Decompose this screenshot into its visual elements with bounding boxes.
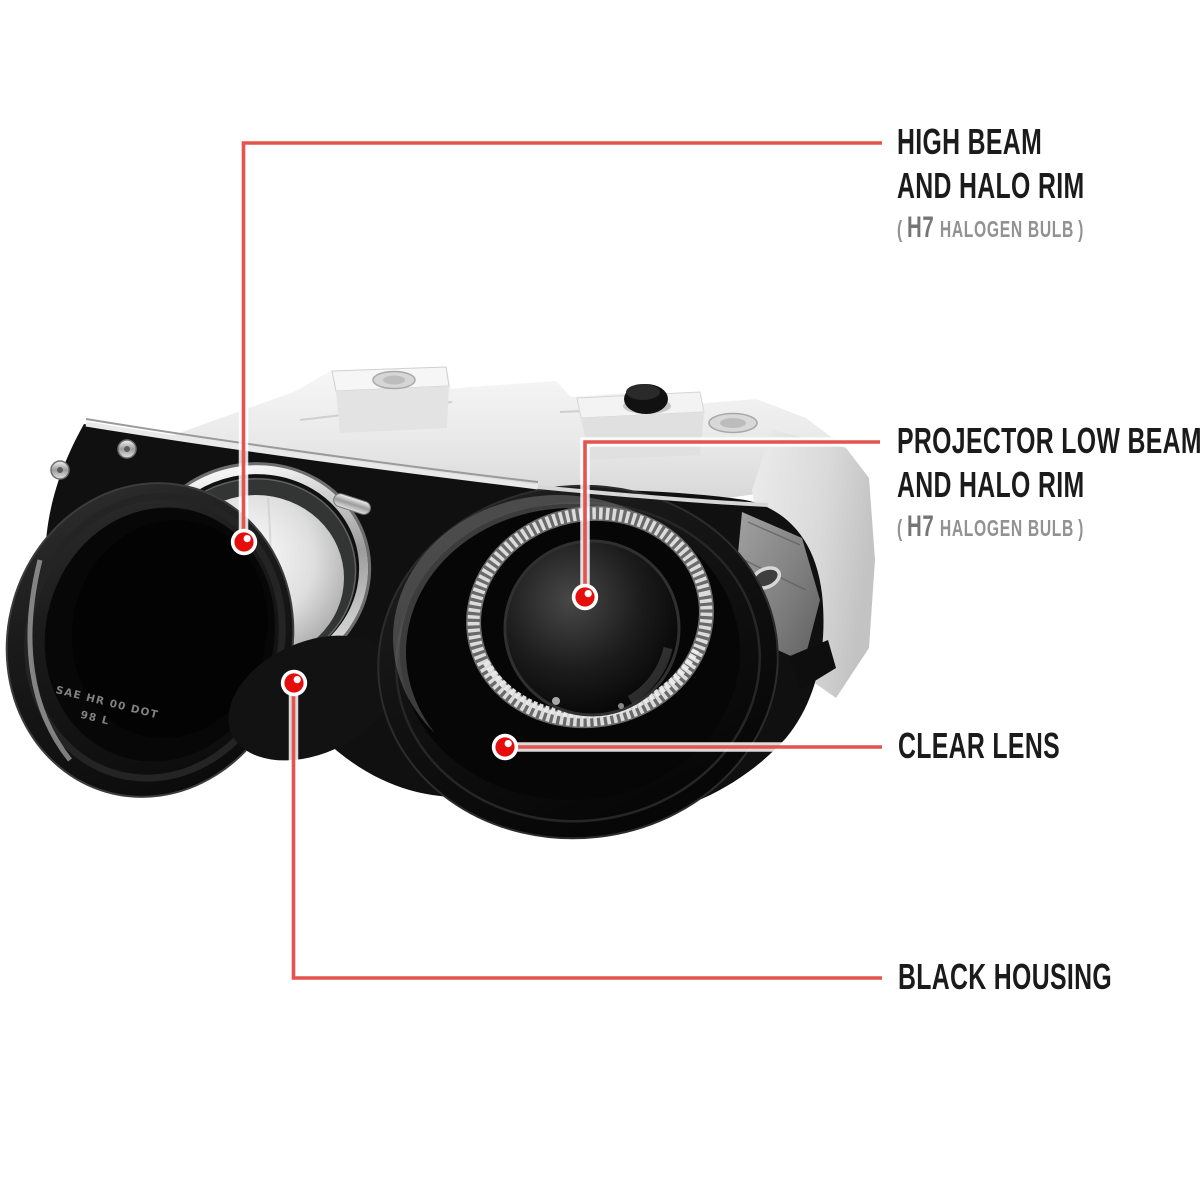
adjuster-barrel (333, 493, 371, 515)
callout-line-black-housing (291, 683, 882, 980)
paren-close: ) (1078, 216, 1084, 242)
mounting-tab (331, 366, 450, 433)
label-line: PROJECTOR LOW BEAM (897, 420, 1200, 461)
rubber-cap (623, 384, 671, 414)
callout-lines (238, 138, 882, 983)
label-line: AND HALO RIM (897, 165, 1085, 206)
label-line: BLACK HOUSING (898, 956, 1113, 997)
projector-lamp (377, 484, 779, 840)
callout-dot-high-beam (230, 528, 258, 556)
callout-label-clear-lens: CLEAR LENS (898, 724, 1060, 768)
paren-open: ( (897, 515, 903, 541)
halo-ring (466, 505, 714, 729)
label-line: CLEAR LENS (898, 725, 1060, 766)
callout-line-projector (583, 440, 880, 597)
callout-dot-clear-lens (491, 733, 519, 761)
callout-line-high-beam (241, 141, 882, 542)
adjuster-screws (50, 439, 371, 515)
callout-dot-projector (571, 583, 599, 611)
projector-lens (503, 539, 681, 717)
housing-waist (228, 635, 396, 761)
bulb-type: HALOGEN BULB (939, 216, 1075, 242)
paren-open: ( (897, 216, 903, 242)
bulb-code: H7 (906, 510, 935, 543)
clear-lens-edge (27, 418, 769, 762)
bulb-type: HALOGEN BULB (939, 515, 1075, 541)
bulb-code: H7 (906, 211, 935, 244)
label-line: AND HALO RIM (897, 464, 1085, 505)
paren-close: ) (1078, 515, 1084, 541)
callout-dot-black-housing (280, 669, 308, 697)
label-line: HIGH BEAM (897, 121, 1043, 162)
callout-label-black-housing: BLACK HOUSING (898, 955, 1112, 999)
